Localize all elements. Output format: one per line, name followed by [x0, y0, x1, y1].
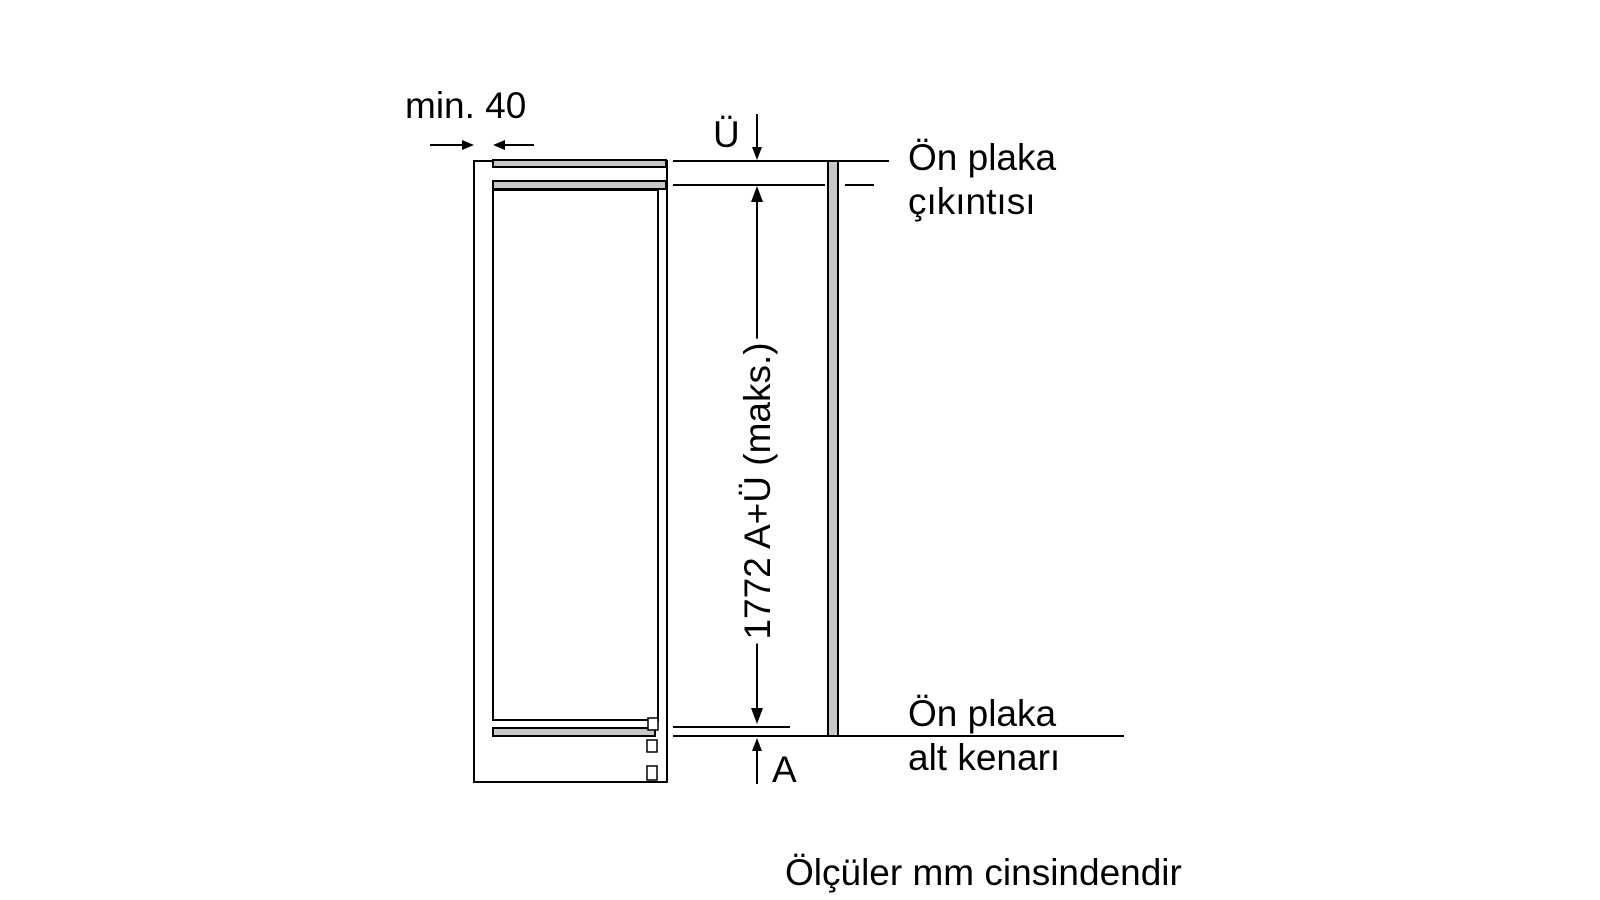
front-panel-overhang-label-line2: çıkıntısı: [908, 181, 1036, 222]
front-panel: [827, 160, 839, 737]
front-panel-bottom-label-line2: alt kenarı: [908, 737, 1061, 778]
top-plate-lower: [492, 180, 667, 190]
plinth-block: [647, 717, 659, 731]
height-arrow-top-head: [751, 186, 763, 202]
gap-arrow-right-head: [493, 140, 505, 150]
bottom-symbol-label: A: [772, 749, 797, 790]
bottom-plate: [492, 727, 656, 737]
foot-upper: [646, 739, 658, 753]
min-gap-label: min. 40: [405, 85, 527, 126]
overhang-symbol-label: Ü: [713, 114, 740, 155]
height-dimension-label: 1772 A+Ü (maks.): [737, 338, 778, 644]
overhang-arrow-head: [752, 147, 762, 160]
appliance-body: [492, 189, 659, 721]
height-arrow-bottom-head: [751, 708, 763, 724]
units-note: Ölçüler mm cinsindendir: [785, 852, 1182, 893]
foot-lower: [646, 765, 658, 781]
front-panel-overhang-label-line1: Ön plaka: [908, 137, 1057, 178]
bottom-arrow-head: [752, 738, 762, 751]
niche-outline: [473, 160, 668, 783]
gap-arrow-left-head: [462, 140, 474, 150]
top-plate-upper: [492, 159, 667, 168]
front-panel-bottom-label-line1: Ön plaka: [908, 693, 1057, 734]
